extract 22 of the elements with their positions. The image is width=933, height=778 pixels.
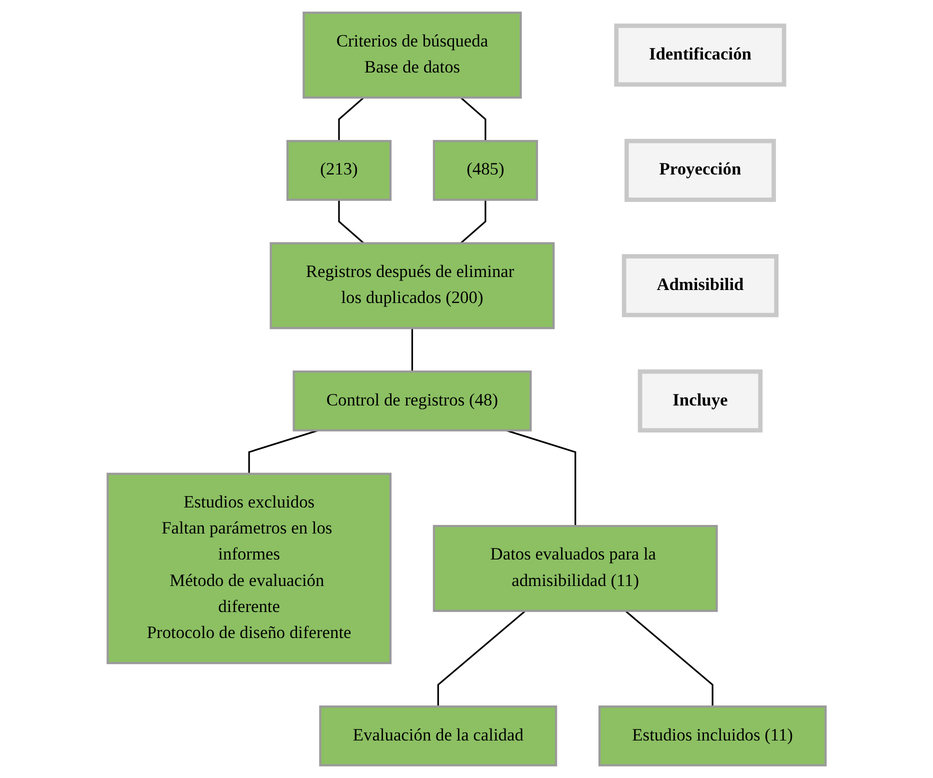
connector bbox=[338, 96, 364, 142]
node-box: (485) bbox=[432, 140, 538, 201]
node-box: Estudios excluidos Faltan parámetros en los informes Método de evaluación diferente Protocolo de diseño diferente bbox=[106, 472, 392, 664]
connector bbox=[624, 610, 714, 707]
node-box: (213) bbox=[286, 140, 392, 201]
node-box: Proyección bbox=[624, 138, 776, 202]
connector bbox=[248, 430, 319, 474]
node-box: Evaluación de la calidad bbox=[319, 705, 557, 766]
node-box: Criterios de búsqueda Base de datos bbox=[302, 12, 522, 99]
node-box: Control de registros (48) bbox=[292, 370, 532, 432]
connector bbox=[506, 430, 576, 526]
connector bbox=[437, 610, 526, 707]
connector bbox=[338, 200, 364, 244]
node-box: Datos evaluados para la admisibilidad (11) bbox=[432, 524, 718, 612]
connector bbox=[460, 96, 486, 142]
node-box: Admisibilid bbox=[622, 254, 778, 318]
node-box: Incluye bbox=[638, 369, 762, 432]
connector bbox=[460, 200, 486, 244]
connector bbox=[411, 328, 413, 372]
node-box: Estudios incluidos (11) bbox=[598, 705, 827, 766]
node-box: Identificación bbox=[614, 24, 786, 87]
node-box: Registros después de eliminar los duplicados (200) bbox=[270, 242, 555, 330]
